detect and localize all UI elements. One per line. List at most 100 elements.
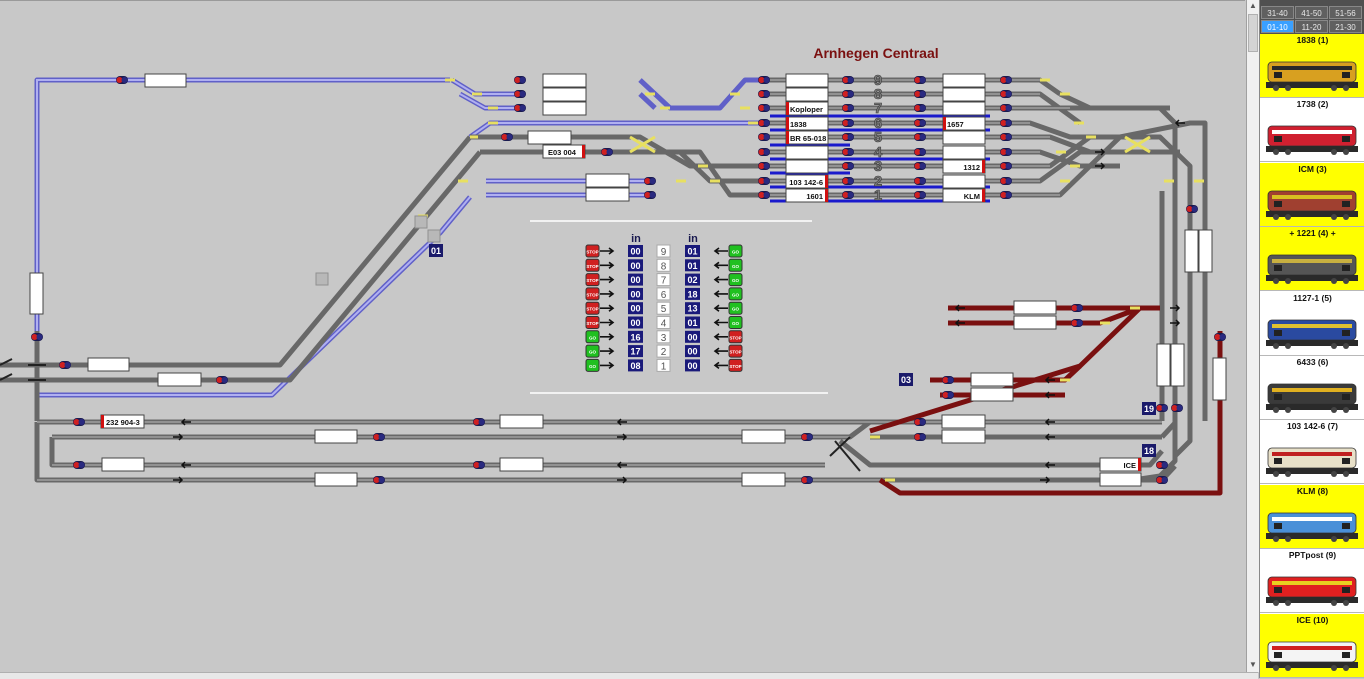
signal[interactable]	[758, 76, 770, 84]
loco-item[interactable]: 1738 (2)	[1260, 98, 1364, 163]
signal[interactable]	[942, 391, 954, 399]
block[interactable]	[499, 414, 544, 429]
block[interactable]	[144, 73, 187, 88]
signal[interactable]	[1000, 162, 1012, 170]
platform-east-block[interactable]: 1312	[942, 159, 986, 174]
tab-01-10[interactable]: 01-10	[1261, 20, 1294, 33]
block[interactable]	[970, 387, 1014, 402]
signal[interactable]	[758, 177, 770, 185]
block[interactable]	[1099, 472, 1142, 487]
platform-east-block[interactable]	[942, 174, 986, 189]
signal[interactable]	[842, 104, 854, 112]
scroll-thumb[interactable]	[1248, 14, 1258, 52]
block[interactable]	[527, 130, 572, 145]
left-signal-button[interactable]: STOP	[585, 301, 600, 315]
signal[interactable]	[1000, 148, 1012, 156]
signal[interactable]	[914, 76, 926, 84]
platform-east-block[interactable]	[942, 101, 986, 116]
signal[interactable]	[514, 90, 526, 98]
signal[interactable]	[1186, 205, 1198, 213]
right-signal-button[interactable]: GO	[728, 287, 743, 301]
signal[interactable]	[758, 104, 770, 112]
signal[interactable]	[1000, 177, 1012, 185]
block[interactable]	[1156, 343, 1171, 387]
loco-item[interactable]: 1127-1 (5)	[1260, 291, 1364, 356]
signal[interactable]	[842, 162, 854, 170]
tab-31-40[interactable]: 31-40	[1261, 6, 1294, 19]
signal[interactable]	[842, 177, 854, 185]
signal[interactable]	[216, 376, 228, 384]
block[interactable]	[941, 414, 986, 429]
loco-item[interactable]: 103 142-6 (7)	[1260, 420, 1364, 485]
signal[interactable]	[501, 133, 513, 141]
platform-west-block[interactable]: 1838	[785, 116, 829, 131]
signal[interactable]	[914, 177, 926, 185]
signal[interactable]	[1000, 191, 1012, 199]
signal[interactable]	[73, 461, 85, 469]
block-ice[interactable]: ICE	[1099, 457, 1142, 472]
platform-west-block[interactable]: 1601	[785, 188, 829, 203]
platform-east-block[interactable]	[942, 130, 986, 145]
signal[interactable]	[514, 76, 526, 84]
platform-east-block[interactable]: KLM	[942, 188, 986, 203]
tab-51-56[interactable]: 51-56	[1329, 6, 1362, 19]
signal[interactable]	[801, 476, 813, 484]
block[interactable]	[1184, 229, 1199, 273]
signal[interactable]	[914, 90, 926, 98]
left-signal-button[interactable]: STOP	[585, 258, 600, 272]
scroll-up-icon[interactable]: ▲	[1248, 1, 1258, 11]
loco-item[interactable]: + 1221 (4) +	[1260, 227, 1364, 292]
signal[interactable]	[842, 76, 854, 84]
loco-item[interactable]: ICM (3)	[1260, 162, 1364, 227]
platform-east-block[interactable]	[942, 145, 986, 160]
right-signal-button[interactable]: GO	[728, 273, 743, 287]
right-signal-button[interactable]: GO	[728, 316, 743, 329]
right-signal-button[interactable]: STOP	[728, 358, 743, 372]
block[interactable]	[1013, 300, 1057, 315]
block[interactable]	[741, 429, 786, 444]
block[interactable]	[29, 272, 44, 315]
block-232[interactable]: 232 904-3	[100, 414, 145, 429]
signal[interactable]	[758, 148, 770, 156]
signal[interactable]	[59, 361, 71, 369]
signal[interactable]	[1214, 333, 1226, 341]
block[interactable]	[741, 472, 786, 487]
platform-west-block[interactable]	[785, 145, 829, 160]
right-signal-button[interactable]: GO	[728, 258, 743, 272]
block[interactable]	[1212, 357, 1227, 401]
signal[interactable]	[644, 177, 656, 185]
block[interactable]	[1013, 315, 1057, 330]
signal[interactable]	[758, 133, 770, 141]
signal[interactable]	[914, 119, 926, 127]
block[interactable]	[499, 457, 544, 472]
signal[interactable]	[842, 119, 854, 127]
signal[interactable]	[1071, 304, 1083, 312]
block[interactable]	[87, 357, 130, 372]
left-signal-button[interactable]: STOP	[585, 287, 600, 301]
signal[interactable]	[73, 418, 85, 426]
left-signal-button[interactable]: GO	[585, 358, 600, 372]
block[interactable]	[542, 73, 587, 88]
signal[interactable]	[473, 461, 485, 469]
block[interactable]	[542, 87, 587, 102]
block[interactable]	[941, 429, 986, 444]
platform-east-block[interactable]	[942, 87, 986, 102]
left-signal-button[interactable]: STOP	[585, 316, 600, 329]
signal[interactable]	[1000, 104, 1012, 112]
tab-21-30[interactable]: 21-30	[1329, 20, 1362, 33]
loco-item[interactable]: 1838 (1)	[1260, 34, 1364, 98]
platform-east-block[interactable]	[942, 73, 986, 88]
loco-item[interactable]: ICE (10)	[1260, 613, 1364, 678]
block[interactable]	[542, 101, 587, 116]
loco-item[interactable]: PPTpost (9)	[1260, 549, 1364, 614]
signal[interactable]	[914, 133, 926, 141]
block[interactable]	[585, 187, 630, 202]
signal[interactable]	[1000, 133, 1012, 141]
block[interactable]	[101, 457, 145, 472]
signal[interactable]	[758, 191, 770, 199]
platform-east-block[interactable]: 1657	[942, 116, 986, 131]
signal[interactable]	[942, 376, 954, 384]
